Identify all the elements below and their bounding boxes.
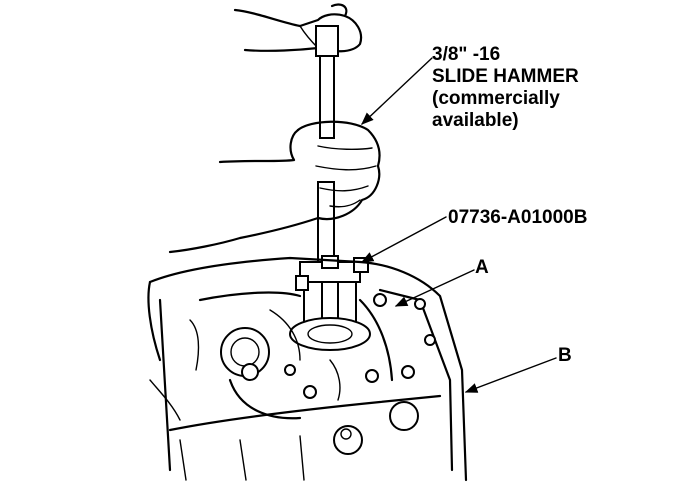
callout-b-arrow [464,357,557,393]
part-number-arrow [360,216,447,263]
tool-label-line-3: (commercially [432,88,560,109]
transmission-housing [147,256,468,482]
callout-a-arrow [394,269,475,307]
part-number-label: 07736-A01000B [448,207,588,228]
upper-hand [233,3,363,53]
tool-label-line-2: SLIDE HAMMER [432,66,579,87]
tool-label-line-1: 3/8ʺ -16 [432,44,501,65]
callout-a-label: A [475,257,489,278]
leader-arrows [360,57,557,393]
slide-hammer-arrow [361,57,433,125]
slide-hammer-label: 3/8ʺ -16 SLIDE HAMMER (commercially avai… [432,44,579,132]
lower-hand [168,120,381,254]
puller-tool [289,255,371,351]
callout-b-label: B [558,345,572,366]
tool-label-line-4: available) [432,110,519,131]
slide-hammer-shaft [315,25,339,265]
